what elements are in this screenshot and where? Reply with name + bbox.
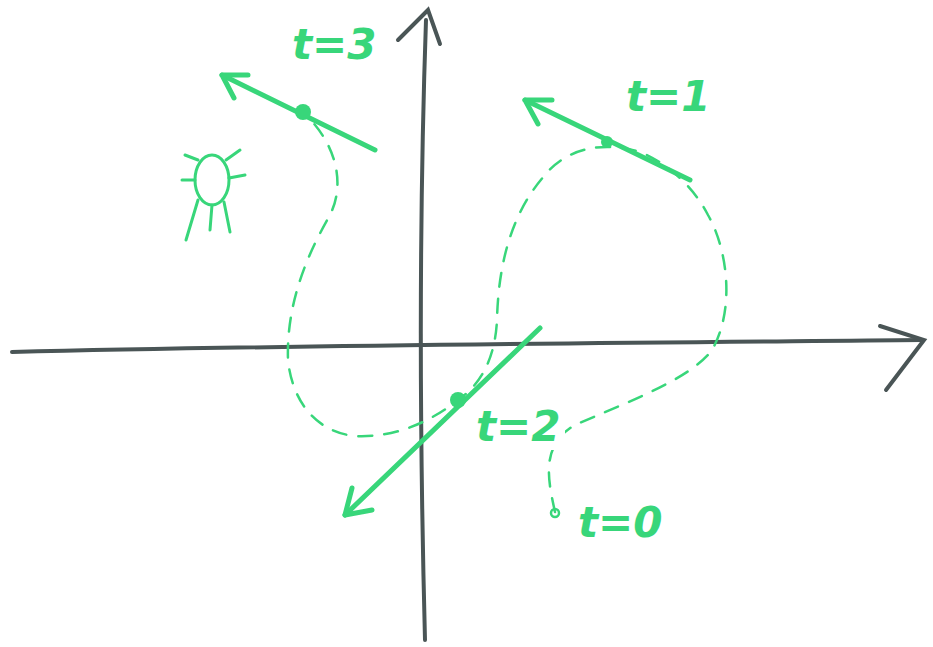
arrowhead bbox=[222, 75, 248, 98]
point bbox=[450, 392, 466, 408]
arrowhead bbox=[525, 100, 552, 124]
points bbox=[295, 104, 613, 408]
velocity-arrow bbox=[222, 75, 375, 150]
velocity-vectors bbox=[222, 75, 690, 515]
x-axis-arrow bbox=[880, 326, 924, 390]
trajectory bbox=[288, 112, 727, 512]
point bbox=[601, 136, 613, 148]
y-axis bbox=[421, 20, 426, 640]
bug-icon bbox=[182, 150, 245, 240]
arrowhead bbox=[345, 488, 372, 515]
y-axis-arrow bbox=[398, 10, 440, 44]
time-label: t=3 bbox=[288, 22, 381, 68]
time-label: t=0 bbox=[574, 500, 667, 546]
point bbox=[295, 104, 311, 120]
start-point bbox=[551, 509, 559, 517]
axes bbox=[12, 10, 924, 640]
x-axis bbox=[12, 340, 922, 352]
time-label: t=1 bbox=[622, 74, 715, 120]
time-label: t=2 bbox=[472, 404, 565, 450]
